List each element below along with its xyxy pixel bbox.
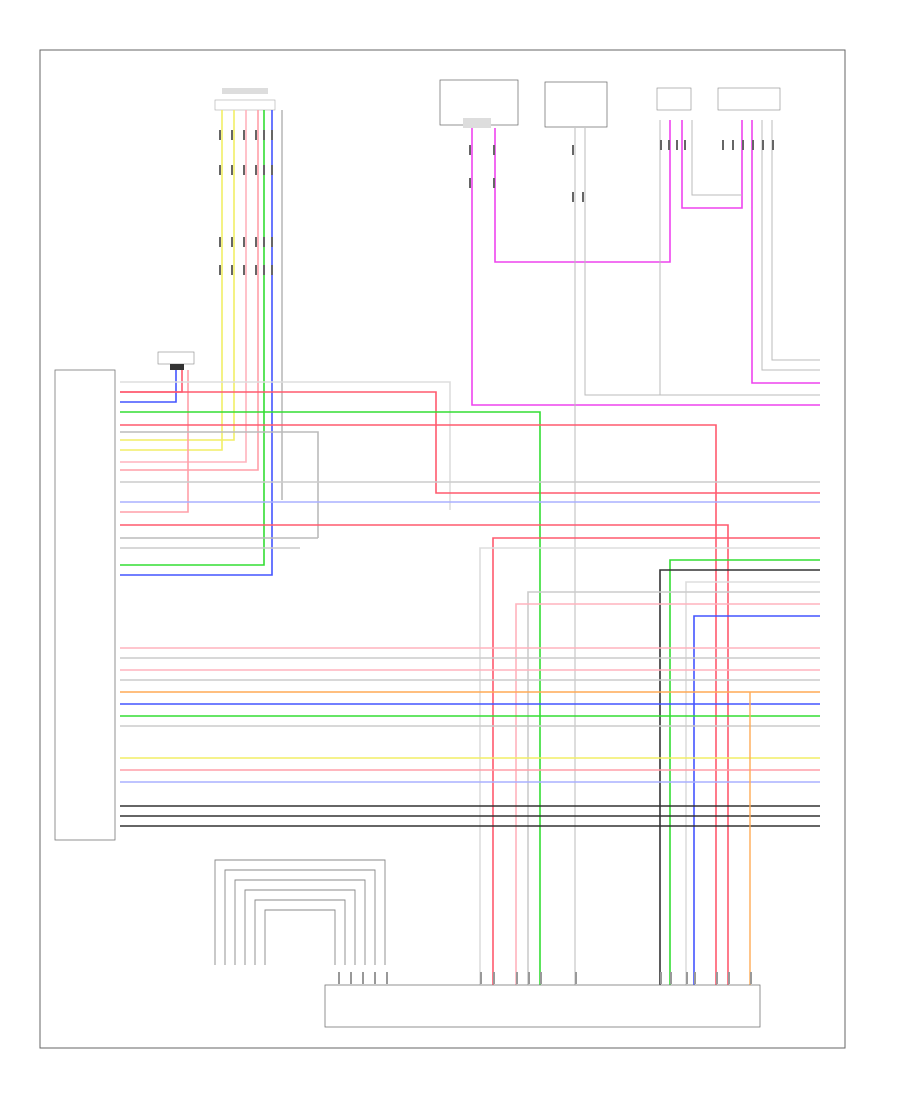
steering-switch [439, 79, 519, 128]
audio-unit [54, 369, 116, 841]
audio-bus-lower [120, 647, 820, 827]
antenna-connectors [219, 130, 273, 275]
magenta-wires [471, 120, 820, 406]
diagram-frame [39, 49, 846, 1049]
antenna-wires [120, 110, 283, 576]
amplifier [324, 972, 761, 1028]
audio-bus-right [479, 537, 820, 990]
rear-antenna-amp [157, 351, 195, 370]
microphone [656, 87, 692, 111]
auto-dim-mirror [544, 81, 608, 128]
audio-bus-upper [120, 381, 820, 990]
gray-top-wires [574, 120, 820, 990]
satellite-antenna [214, 88, 276, 111]
speaker-right [717, 87, 781, 111]
aux-connector [214, 859, 386, 965]
top-connectors [469, 140, 774, 202]
